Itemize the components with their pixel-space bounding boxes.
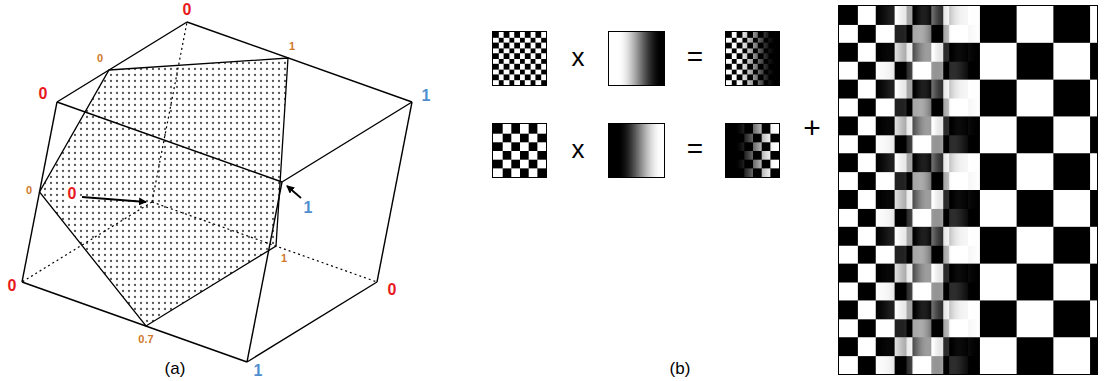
plane-value: 0 <box>26 185 32 196</box>
product-image <box>725 31 780 86</box>
blended-result <box>838 5 1098 375</box>
operator-symbol: = <box>687 43 703 71</box>
pointer-arrow <box>82 197 146 202</box>
corner-value: 0 <box>183 2 192 18</box>
corner-value: 0 <box>8 278 17 294</box>
corner-value: 0 <box>388 282 397 298</box>
corner-value: 1 <box>422 88 431 104</box>
operator-symbol: + <box>803 113 821 143</box>
gradient-black-white <box>608 123 665 178</box>
gradient-white-black <box>608 31 665 86</box>
panel-caption: (b) <box>670 360 691 377</box>
operator-symbol: = <box>687 135 703 163</box>
hidden-edges <box>22 22 377 282</box>
cube-edges <box>22 22 412 362</box>
operator-symbol: x <box>572 44 585 70</box>
corner-value: 0 <box>39 86 48 102</box>
operator-symbol: x <box>572 136 585 162</box>
plane-value: 0 <box>97 53 103 64</box>
corner-value: 1 <box>254 363 263 379</box>
corner-value: 1 <box>304 200 313 216</box>
coarse-checker <box>492 123 547 178</box>
section-plane <box>40 58 289 326</box>
panel-caption: (a) <box>165 360 186 377</box>
plane-value: 1 <box>289 41 295 52</box>
plane-value: 1 <box>281 253 287 264</box>
product-image <box>725 123 780 178</box>
fine-checker <box>492 31 547 86</box>
plane-value: 0.7 <box>138 334 153 345</box>
corner-value: 0 <box>67 186 78 202</box>
pointer-arrow <box>287 186 301 198</box>
